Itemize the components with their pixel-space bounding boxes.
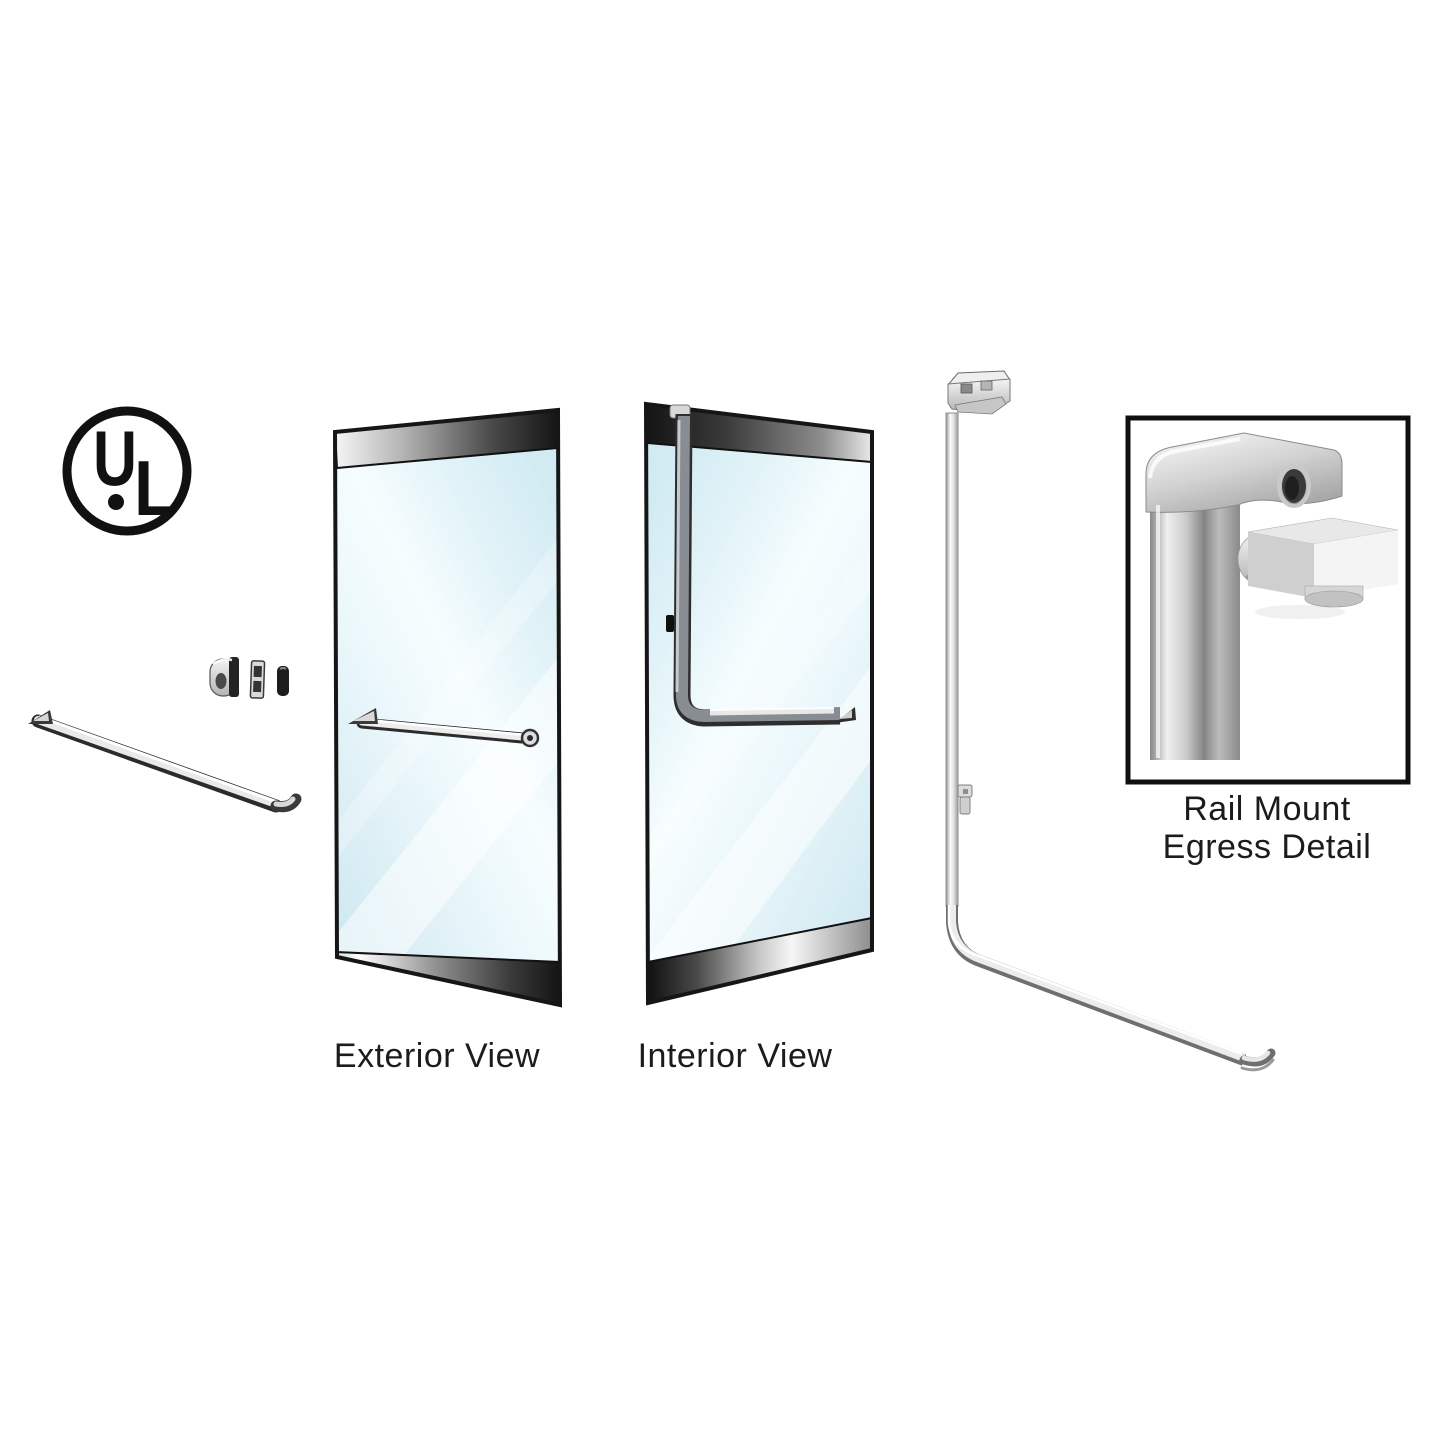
rail-push-bar xyxy=(946,905,1276,1072)
egress-rail-assembly xyxy=(945,370,1276,1072)
latch-keeper xyxy=(209,657,239,697)
door-egress-rail xyxy=(666,404,856,727)
detail-inset: Rail Mount Egress Detail xyxy=(1125,415,1411,866)
rail-top-latch-head xyxy=(947,370,1011,415)
detail-latch-head xyxy=(1145,432,1343,513)
ul-letter-l: L xyxy=(134,444,176,532)
interior-door-frame xyxy=(643,401,874,1006)
ul-letter-u: U xyxy=(93,414,137,502)
spacer-part xyxy=(277,666,289,696)
detail-caption-line2: Egress Detail xyxy=(1163,828,1372,866)
rail-latch-tab xyxy=(666,615,674,632)
rail-vertical-tube xyxy=(945,412,959,907)
exterior-door xyxy=(332,407,563,1008)
exterior-view-label: Exterior View xyxy=(334,1037,540,1075)
ul-circle xyxy=(62,406,192,536)
offset-pull-bar xyxy=(28,710,302,813)
exterior-pull-handle xyxy=(348,708,540,748)
interior-door xyxy=(643,401,874,1006)
ul-dot xyxy=(108,494,124,510)
mounting-hardware-parts xyxy=(209,657,289,699)
detail-arm-block xyxy=(1247,517,1399,608)
interior-view-label: Interior View xyxy=(638,1037,833,1075)
exterior-door-frame xyxy=(332,407,563,1008)
strike-plate xyxy=(249,660,266,699)
exterior-door-glass xyxy=(336,448,559,962)
detail-photo xyxy=(1145,432,1399,760)
detail-caption-line1: Rail Mount xyxy=(1183,790,1351,828)
rail-mid-bracket xyxy=(957,784,973,815)
ul-logo: U L xyxy=(62,406,192,536)
